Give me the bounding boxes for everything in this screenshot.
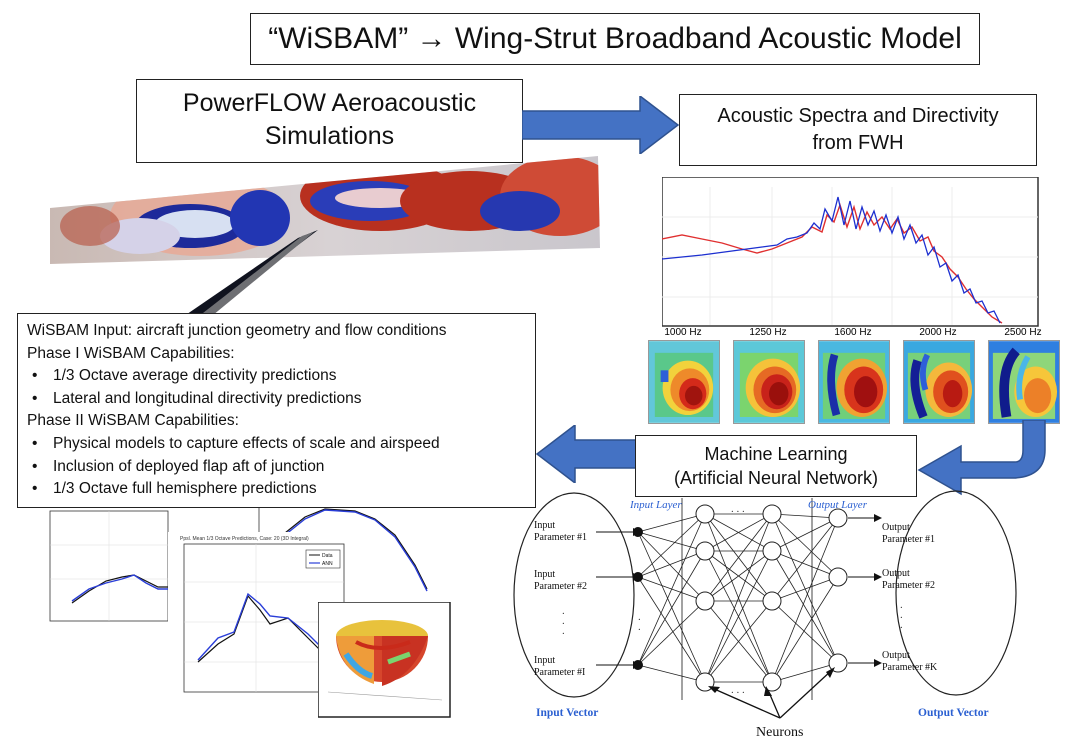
- svg-text:Ppsl. Mean 1/3 Octave Predicti: Ppsl. Mean 1/3 Octave Predictions, Case:…: [180, 536, 309, 542]
- legend-ann-label: ANN: [322, 561, 333, 567]
- wisbam-line-6: Inclusion of deployed flap aft of juncti…: [27, 456, 535, 479]
- svg-text:. . .: . . .: [731, 684, 745, 696]
- neurons-label: Neurons: [756, 725, 803, 740]
- directivity-heatmap-2500: [988, 340, 1060, 424]
- wisbam-line-0: WiSBAM Input: aircraft junction geometry…: [27, 322, 447, 339]
- arrow-left-icon: [535, 425, 637, 483]
- wisbam-line-4: Phase II WiSBAM Capabilities:: [27, 412, 239, 430]
- spectra-box: Acoustic Spectra and Directivity from FW…: [679, 94, 1037, 166]
- hemisphere-directivity-plot: [318, 602, 451, 718]
- powerflow-box: PowerFLOW Aeroacoustic Simulations: [136, 79, 523, 163]
- wisbam-capabilities-box: WiSBAM Input: aircraft junction geometry…: [17, 313, 536, 508]
- directivity-heatmap-1000: [648, 340, 720, 424]
- svg-text:.: .: [562, 615, 565, 627]
- svg-text:.: .: [562, 605, 565, 617]
- svg-text:.: .: [900, 609, 903, 621]
- title-box: “WiSBAM” → Wing-Strut Broadband Acoustic…: [250, 13, 980, 65]
- cfd-simulation-image: [50, 156, 600, 334]
- directivity-heatmap-1250: [733, 340, 805, 424]
- wisbam-line-5: Physical models to capture effects of sc…: [27, 433, 535, 456]
- directivity-plot-left: [34, 505, 174, 635]
- legend-data-label: Data: [322, 553, 333, 559]
- output-vector-label: Output Vector: [918, 707, 989, 719]
- ml-line2: (Artificial Neural Network): [673, 468, 879, 488]
- arrow-right-icon: [522, 96, 680, 154]
- powerflow-line1: PowerFLOW Aeroacoustic: [182, 89, 477, 117]
- directivity-heatmap-2000: [903, 340, 975, 424]
- wisbam-line-1: Phase I WiSBAM Capabilities:: [27, 344, 235, 362]
- ml-box: Machine Learning (Artificial Neural Netw…: [635, 435, 917, 497]
- wisbam-line-3: Lateral and longitudinal directivity pre…: [27, 388, 535, 411]
- spectrum-plot: [662, 177, 1039, 327]
- curved-arrow-icon: [917, 420, 1046, 496]
- spectra-line1: Acoustic Spectra and Directivity: [717, 105, 999, 127]
- svg-text:.: .: [900, 599, 903, 611]
- input-vector-label: Input Vector: [536, 707, 598, 719]
- wisbam-line-7: 1/3 Octave full hemisphere predictions: [27, 478, 535, 501]
- output-layer-label: Output Layer: [808, 499, 868, 511]
- wisbam-line-2: 1/3 Octave average directivity predictio…: [27, 365, 535, 388]
- freq-label-1000: 1000 Hz: [664, 327, 702, 338]
- page-title: “WiSBAM” → Wing-Strut Broadband Acoustic…: [268, 22, 962, 55]
- svg-text:.: .: [900, 619, 903, 631]
- svg-text:.: .: [562, 625, 565, 637]
- directivity-heatmap-1600: [818, 340, 890, 424]
- svg-text:. . .: . . .: [731, 503, 745, 515]
- spectra-line2: from FWH: [812, 132, 904, 154]
- freq-label-1600: 1600 Hz: [834, 327, 872, 338]
- ml-line1: Machine Learning: [704, 444, 848, 464]
- input-layer-label: Input Layer: [629, 499, 682, 511]
- neural-network-diagram: . . .. . . ... .. ... Input Layer Output…: [513, 490, 1017, 740]
- freq-label-2000: 2000 Hz: [919, 327, 957, 338]
- freq-label-2500: 2500 Hz: [1004, 327, 1042, 338]
- svg-text:.: .: [638, 621, 641, 633]
- freq-label-1250: 1250 Hz: [749, 327, 787, 338]
- svg-text:.: .: [638, 611, 641, 623]
- powerflow-line2: Simulations: [264, 122, 395, 150]
